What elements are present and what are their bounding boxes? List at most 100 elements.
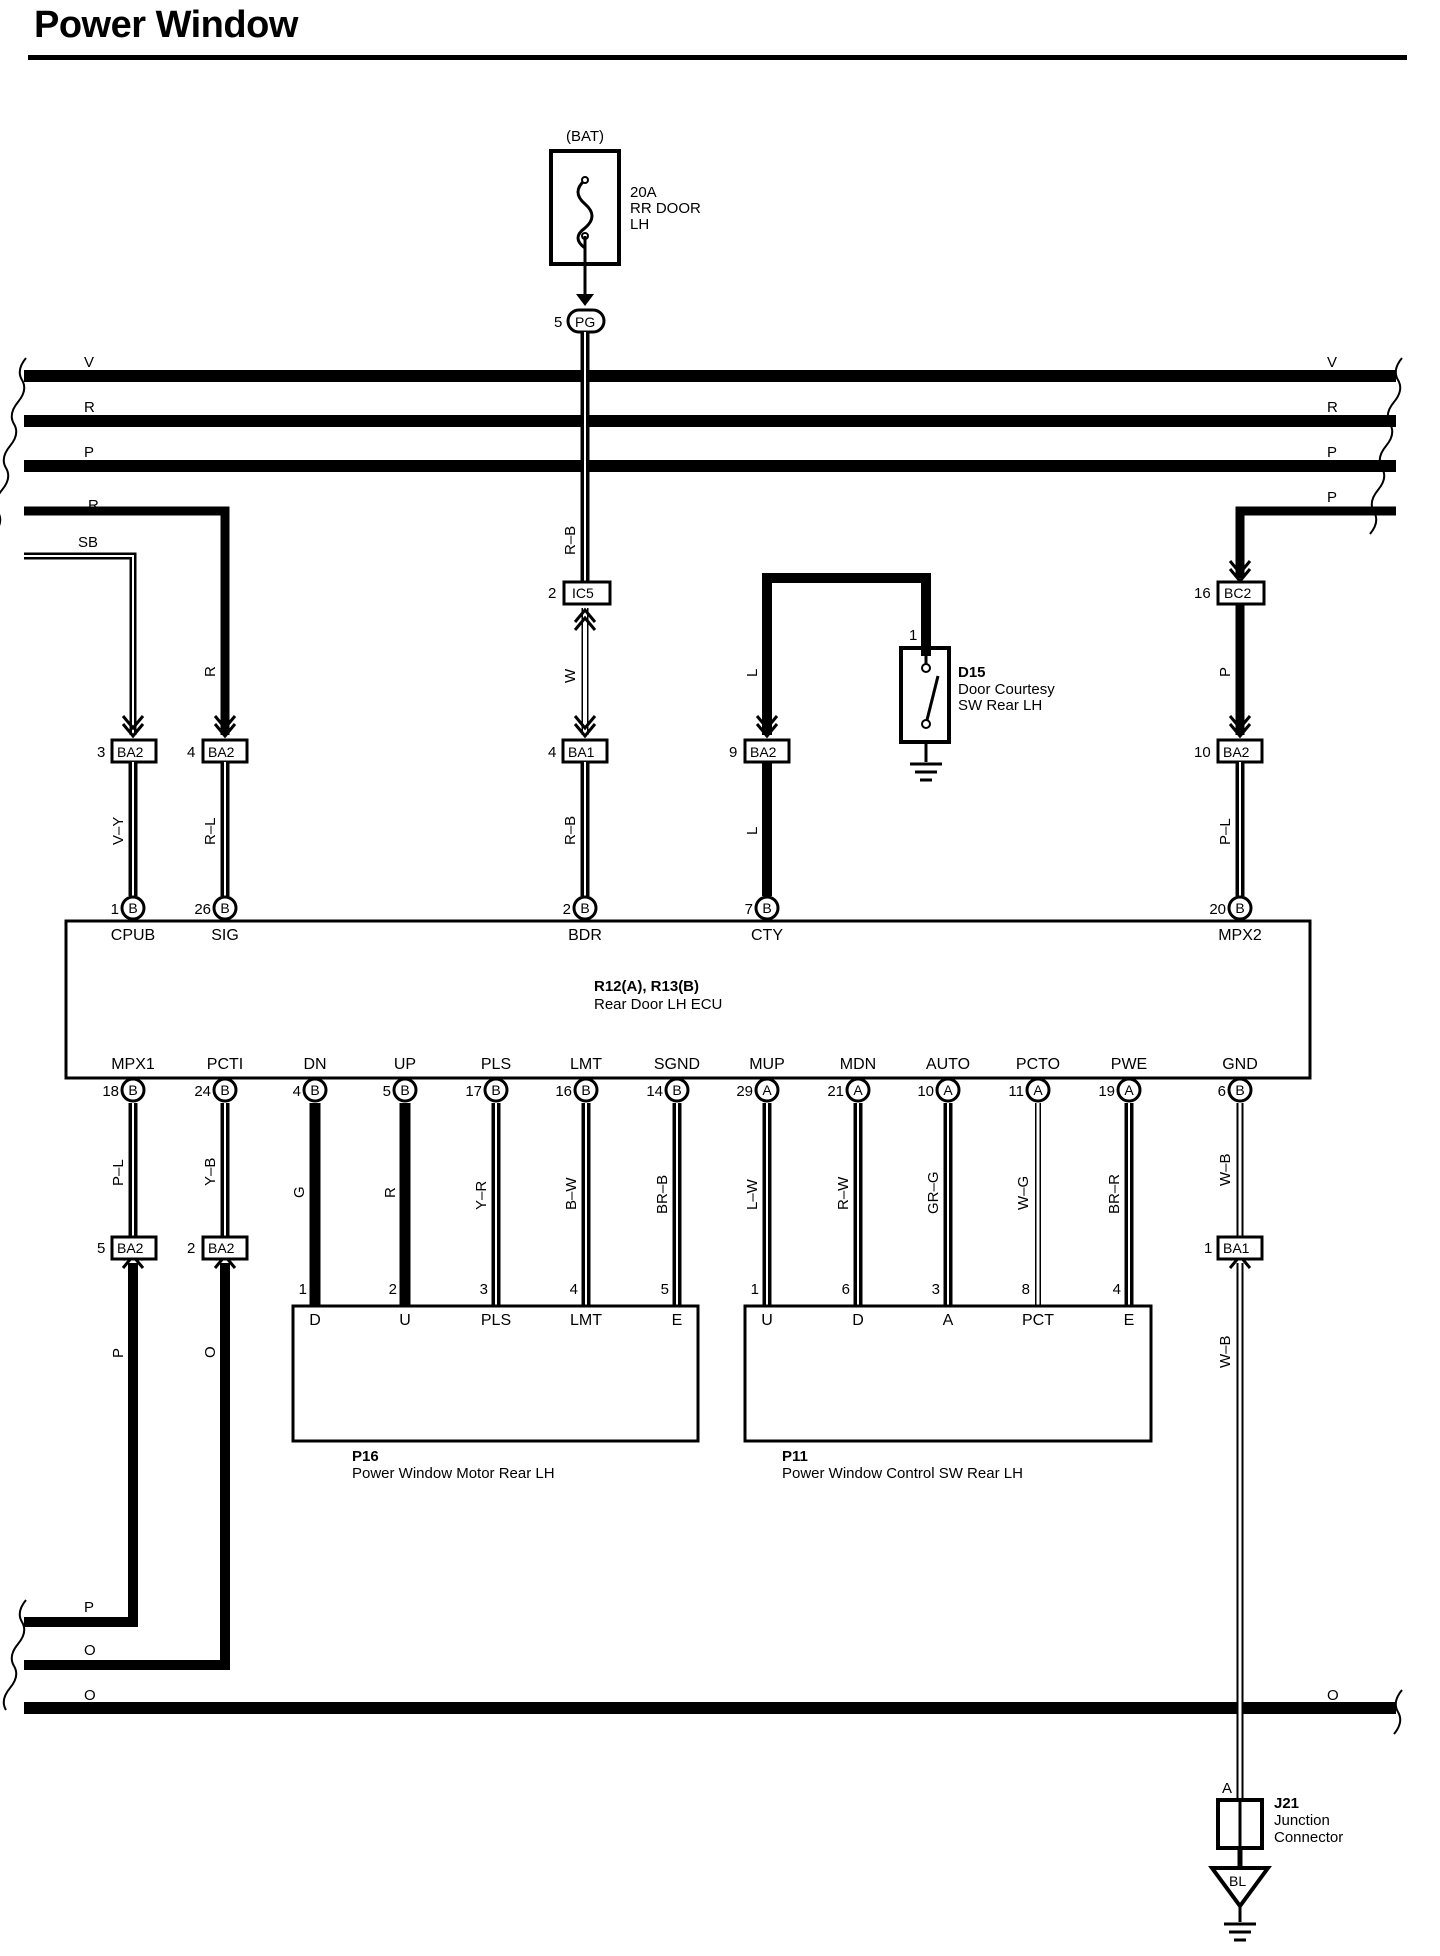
pin-number: 3	[480, 1281, 488, 1298]
pin-label: PWE	[1111, 1056, 1147, 1073]
bus-o-left: O	[84, 1687, 96, 1704]
pin-label: BDR	[568, 927, 602, 944]
p16-pins-1: 2U	[389, 1281, 411, 1329]
wl-top-sb: SB	[78, 534, 98, 551]
wl-l-upper: L	[744, 669, 761, 677]
ba2-10-code: BA2	[1223, 744, 1250, 760]
wl-r-b-top: R–B	[562, 526, 579, 555]
pin-label: D	[309, 1312, 321, 1329]
fuse-source: (BAT)	[566, 128, 604, 145]
wl-bot-o: O	[84, 1642, 96, 1659]
ba2-9-pin: 9	[729, 744, 737, 761]
ba1-1-code: BA1	[1223, 1240, 1250, 1256]
title-rule	[28, 55, 1407, 60]
ba2-5-code: BA2	[117, 1240, 144, 1256]
pin-number: 24	[194, 1083, 211, 1100]
pin-number: 1	[111, 901, 119, 918]
connector-pg: 5 PG	[554, 308, 606, 334]
ba2-3-pin: 3	[97, 744, 105, 761]
wl-br-b: BR–B	[654, 1175, 671, 1214]
wl-w-g: W–G	[1015, 1176, 1032, 1210]
pg-code: PG	[575, 314, 595, 330]
pin-connector-letter: A	[853, 1082, 863, 1098]
pin-number: 8	[1022, 1281, 1030, 1298]
pin-connector-letter: B	[220, 900, 229, 916]
wl-br-r: BR–R	[1106, 1174, 1123, 1214]
bus-r-right: R	[1327, 399, 1338, 416]
pin-label: E	[1124, 1312, 1135, 1329]
connector-ic5: 2 IC5	[548, 580, 612, 606]
wl-o-lower: O	[202, 1346, 219, 1358]
pin-label: CPUB	[111, 927, 155, 944]
pin-label: SIG	[211, 927, 239, 944]
wire-labels-upper: R SB P R–B W L P R V–Y R–L R–B L P–L	[78, 489, 1337, 845]
ecu-bottom-pins: B18MPX1B24PCTIB4DNB5UPB17PLSB16LMTB14SGN…	[102, 1056, 1258, 1103]
ground-point-icon	[1208, 1866, 1272, 1910]
wl-w-b-lower: W–B	[1217, 1335, 1234, 1368]
ba2-10-pin: 10	[1194, 744, 1211, 761]
pin-label: MUP	[749, 1056, 785, 1073]
ground-icon	[910, 762, 942, 782]
d15-name-line2: SW Rear LH	[958, 697, 1042, 714]
pin-label: PCT	[1022, 1312, 1054, 1329]
wl-top-p-right: P	[1327, 489, 1337, 506]
connectors-upper-row: 3 BA2 4 BA2 4 BA1 9 BA2 10 BA2	[97, 738, 1264, 764]
wl-g: G	[291, 1186, 308, 1198]
pin-connector-letter: B	[1235, 900, 1244, 916]
pin-number: 3	[932, 1281, 940, 1298]
j21-name-line2: Connector	[1274, 1829, 1343, 1846]
pg-pin: 5	[554, 314, 562, 331]
pin-number: 1	[299, 1281, 307, 1298]
wl-w-b-upper: W–B	[1217, 1153, 1234, 1186]
connectors-lower-row: 5 BA2 2 BA2 1 BA1	[97, 1235, 1264, 1261]
pin-label: MPX1	[111, 1056, 155, 1073]
pin-connector-letter: B	[128, 900, 137, 916]
continuation-marks	[0, 357, 1403, 1735]
wl-r-b-mid: R–B	[562, 816, 579, 845]
bus-v-left: V	[84, 354, 94, 371]
pin-number: 10	[917, 1083, 934, 1100]
wires-upper	[24, 332, 1396, 735]
j21-name-line1: Junction	[1274, 1812, 1330, 1829]
p16-power-window-motor: P16 Power Window Motor Rear LH	[291, 1304, 700, 1482]
pin-label: MDN	[840, 1056, 876, 1073]
ba2-2-pin: 2	[187, 1240, 195, 1257]
pin-connector-letter: A	[762, 1082, 772, 1098]
pin-label: SGND	[654, 1056, 700, 1073]
p16-code: P16	[352, 1448, 379, 1465]
pin-connector-letter: B	[580, 900, 589, 916]
pin-connector-letter: B	[762, 900, 771, 916]
bc2-pin: 16	[1194, 585, 1211, 602]
fuse-name-line1: RR DOOR	[630, 200, 701, 217]
ecu-code: R12(A), R13(B)	[594, 978, 699, 995]
wl-bot-p: P	[84, 1599, 94, 1616]
fuse-icon	[576, 178, 594, 250]
bus-o-right: O	[1327, 1687, 1339, 1704]
bc2-code: BC2	[1224, 585, 1251, 601]
bus-lines: V V R R P P O O	[24, 354, 1396, 1714]
pin-number: 7	[745, 901, 753, 918]
p16-name: Power Window Motor Rear LH	[352, 1465, 555, 1482]
pin-number: 20	[1209, 901, 1226, 918]
pin-number: 2	[563, 901, 571, 918]
ba2-5-pin: 5	[97, 1240, 105, 1257]
pin-number: 26	[194, 901, 211, 918]
ground-icon	[1224, 1922, 1256, 1942]
